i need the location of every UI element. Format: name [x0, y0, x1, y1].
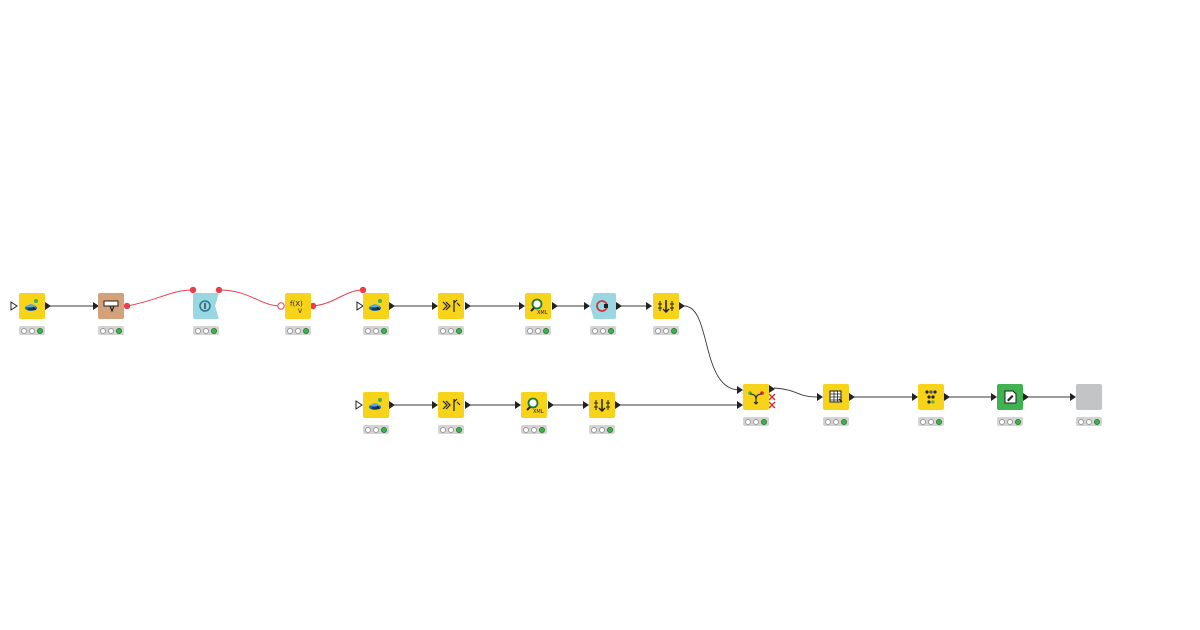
document-writer-icon: [1004, 390, 1017, 404]
status-indicator-n6: [438, 326, 464, 335]
loop-end-icon: [596, 300, 608, 312]
xml-xpath-node-2[interactable]: XML: [521, 392, 547, 418]
xml-search-icon: XML: [530, 298, 548, 316]
inactive-port-icon: [768, 393, 776, 409]
xml-xpath-node[interactable]: XML: [525, 293, 551, 319]
joiner-icon: [748, 391, 764, 405]
filter-icon: [103, 300, 119, 313]
table-icon: [829, 390, 843, 403]
status-indicator-n3: [193, 326, 219, 335]
connection-n14-n15[interactable]: [773, 387, 819, 398]
database-reader-icon: [369, 299, 382, 311]
status-indicator-n11: [438, 425, 464, 434]
writer-node[interactable]: [997, 384, 1023, 410]
sorter-node-2[interactable]: [589, 392, 615, 418]
variable-connection-n4-n5[interactable]: [312, 289, 364, 307]
status-indicator-n4: [285, 326, 311, 335]
status-indicator-n9: [653, 326, 679, 335]
column-filter-node[interactable]: [438, 293, 464, 319]
svg-text:V: V: [298, 308, 303, 315]
variable-connection-n2-n3[interactable]: [126, 289, 194, 307]
database-reader-icon: [25, 299, 38, 311]
status-indicator-n1: [19, 326, 45, 335]
db-row-filter-node[interactable]: [98, 293, 124, 319]
loop-end-node[interactable]: [590, 293, 616, 319]
component-node[interactable]: [1076, 384, 1102, 410]
loop-icon: [199, 300, 211, 312]
variable-math-node[interactable]: f(X)V: [285, 293, 311, 319]
status-indicator-n17: [997, 417, 1023, 426]
status-indicator-n16: [918, 417, 944, 426]
status-indicator-n18: [1076, 417, 1102, 426]
sort-icon: [594, 399, 610, 413]
xml-search-icon: XML: [526, 397, 544, 415]
column-filter-node-2[interactable]: [438, 392, 464, 418]
db-reader-node[interactable]: [19, 293, 45, 319]
connection-n9-n14[interactable]: [683, 305, 741, 391]
column-filter-icon: [442, 398, 461, 411]
db-reader-node-2[interactable]: [363, 293, 389, 319]
sort-icon: [658, 300, 674, 314]
sorter-node[interactable]: [653, 293, 679, 319]
svg-text:XML: XML: [533, 409, 544, 415]
svg-text:f(X): f(X): [290, 300, 303, 308]
variable-connection-n3-n4[interactable]: [218, 289, 282, 307]
status-indicator-n15: [823, 417, 849, 426]
status-indicator-n10: [363, 425, 389, 434]
svg-text:XML: XML: [537, 310, 548, 316]
database-reader-icon: [369, 398, 382, 410]
rules-icon: [925, 390, 937, 404]
status-indicator-n14: [743, 417, 769, 426]
status-indicator-n8: [590, 326, 616, 335]
status-indicator-n12: [521, 425, 547, 434]
db-reader-node-3[interactable]: [363, 392, 389, 418]
loop-start-node[interactable]: [193, 293, 219, 319]
function-icon: f(X)V: [290, 300, 303, 315]
column-filter-icon: [442, 299, 461, 312]
blank-icon: [1076, 384, 1102, 410]
status-indicator-n5: [363, 326, 389, 335]
status-indicator-n7: [525, 326, 551, 335]
status-indicator-n13: [589, 425, 615, 434]
status-indicator-n2: [98, 326, 124, 335]
joiner-node[interactable]: [743, 384, 769, 410]
table-creator-node[interactable]: [823, 384, 849, 410]
rule-engine-node[interactable]: [918, 384, 944, 410]
